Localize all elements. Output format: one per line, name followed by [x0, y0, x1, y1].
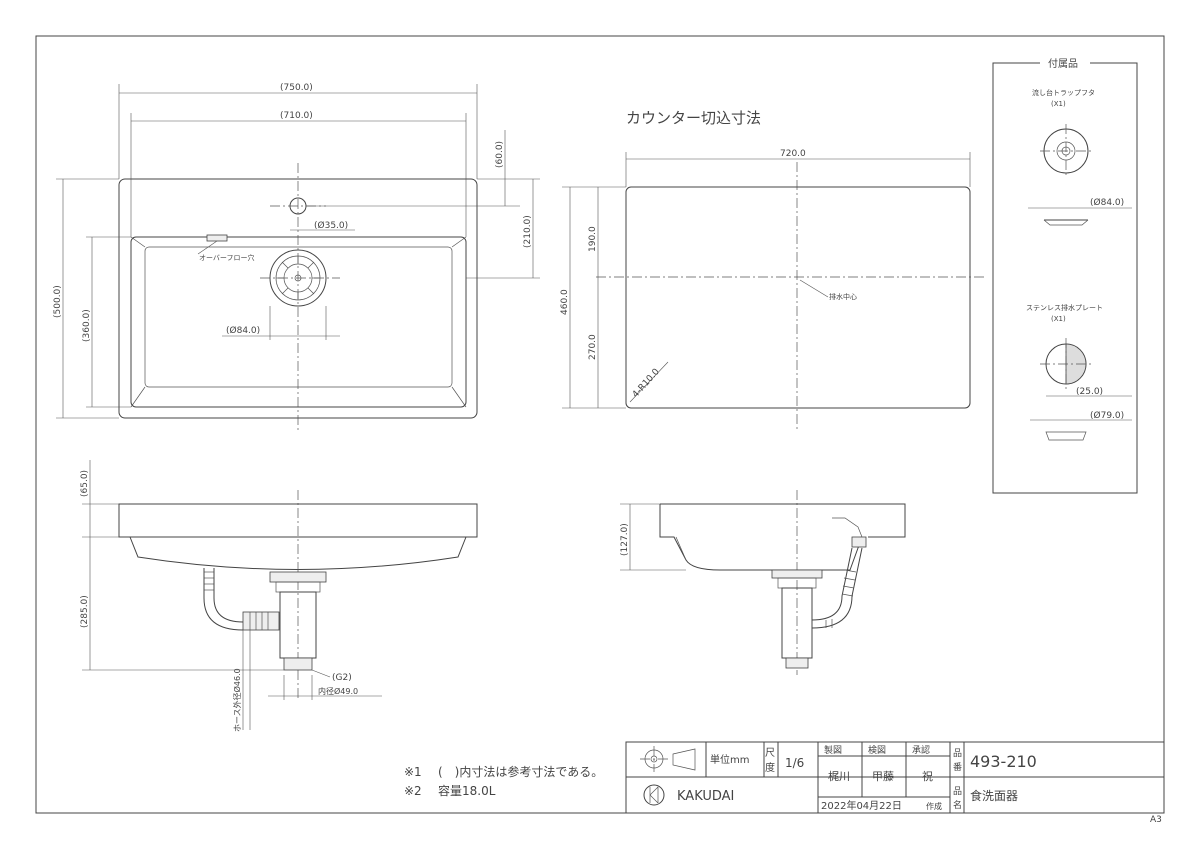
dim-65: (65.0): [80, 470, 90, 497]
name-label-1: 品: [953, 786, 962, 797]
dim-d35: (Ø35.0): [314, 220, 348, 231]
date-suffix: 作成: [926, 801, 942, 811]
sheet-border: [35, 35, 1165, 814]
dim-210: (210.0): [523, 215, 533, 248]
brand-name: KAKUDAI: [677, 789, 734, 804]
part-no-label-1: 品: [953, 748, 962, 759]
paper-size: A3: [1150, 815, 1162, 825]
note-1-mark: ※1: [404, 765, 422, 779]
title-block: 単位mm 尺 度 1/6 製図 検図 承認 梶川 甲藤 祝 品 番 493-21…: [625, 741, 1165, 814]
dim-r10: 4-R10.0: [631, 367, 662, 400]
approved-by: 祝: [922, 769, 933, 783]
drain-center-label: 排水中心: [829, 292, 857, 301]
drawing-date: 2022年04月22日: [821, 799, 902, 812]
drawn-by: 梶川: [828, 769, 850, 783]
scale-label-1: 尺: [765, 747, 775, 759]
dim-720: 720.0: [780, 149, 806, 159]
name-label-2: 名: [953, 799, 962, 811]
note-2-mark: ※2: [404, 784, 422, 798]
note-1-text: ( )内寸法は参考寸法である。: [438, 764, 603, 779]
dim-d84: (Ø84.0): [226, 325, 260, 336]
scale-value: 1/6: [785, 756, 804, 770]
note-2-text: 容量18.0L: [438, 783, 496, 798]
dim-460: 460.0: [560, 289, 570, 315]
unit-label: 単位mm: [710, 753, 749, 766]
dim-60: (60.0): [495, 141, 505, 168]
accessory-1-qty: (X1): [1051, 100, 1066, 108]
scale-label-2: 度: [765, 761, 775, 774]
dim-710: (710.0): [280, 111, 313, 121]
accessory-2-dim1: (25.0): [1076, 387, 1103, 397]
front-elevation: (65.0) (285.0) (G2) 内径Ø49.0 ホース外径Ø46.0: [80, 460, 478, 732]
checked-label: 検図: [868, 744, 886, 756]
dim-g2: (G2): [332, 673, 352, 683]
product-name: 食洗面器: [970, 788, 1018, 803]
dim-190: 190.0: [588, 226, 598, 252]
kakudai-logo-icon: [643, 784, 665, 806]
dim-285: (285.0): [80, 595, 90, 628]
dim-360: (360.0): [82, 309, 92, 342]
drawn-label: 製図: [824, 744, 842, 756]
accessory-1-dim: (Ø84.0): [1090, 197, 1124, 208]
dim-500: (500.0): [53, 285, 63, 318]
dim-750: (750.0): [280, 83, 313, 93]
part-number: 493-210: [970, 752, 1037, 771]
dim-270: 270.0: [588, 334, 598, 360]
accessory-2-dim2: (Ø79.0): [1090, 410, 1124, 421]
accessories-title: 付属品: [1048, 57, 1078, 70]
top-view: オーバーフロー穴 (750.0) (710.0) (60.0) (210.0) …: [53, 83, 540, 432]
dim-127: (127.0): [620, 523, 630, 556]
accessory-1-name: 流し台トラップフタ: [1032, 88, 1095, 97]
overflow-label: オーバーフロー穴: [199, 253, 255, 262]
approved-label: 承認: [912, 744, 930, 756]
dim-hose46: ホース外径Ø46.0: [232, 668, 242, 732]
counter-title: カウンター切込寸法: [626, 109, 761, 127]
checked-by: 甲藤: [872, 770, 894, 783]
dim-inner49: 内径Ø49.0: [318, 686, 358, 696]
counter-cutout-view: カウンター切込寸法 720.0 460.0 190.0 270.0 4-R10.…: [560, 109, 985, 430]
projection-symbol-icon: [640, 746, 696, 772]
side-elevation: (127.0): [620, 490, 906, 675]
accessory-2-name: ステンレス排水プレート: [1026, 303, 1103, 312]
accessory-2-qty: (X1): [1051, 315, 1066, 323]
accessories-box: 付属品 流し台トラップフタ (X1) (Ø84.0) ステンレス排水プレート (…: [992, 57, 1138, 494]
part-no-label-2: 番: [953, 761, 962, 773]
notes: ※1 ( )内寸法は参考寸法である。 ※2 容量18.0L: [404, 764, 603, 798]
